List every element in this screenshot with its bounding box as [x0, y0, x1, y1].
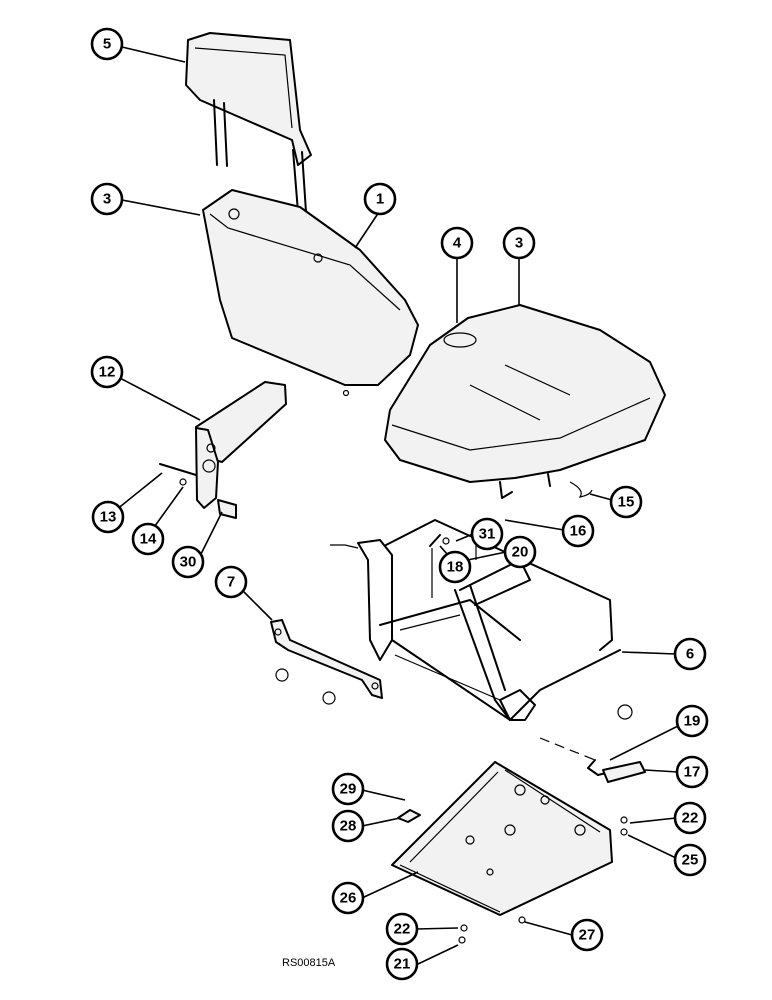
svg-text:15: 15: [618, 494, 635, 511]
seat-frame: [357, 519, 621, 721]
svg-text:27: 27: [579, 927, 596, 944]
headrest: [185, 32, 312, 213]
svg-text:20: 20: [512, 544, 529, 561]
seat-cushion: [384, 304, 666, 499]
hardware: [275, 534, 633, 720]
svg-text:3: 3: [515, 235, 523, 252]
leader-lines: [115, 46, 691, 965]
svg-text:5: 5: [103, 36, 111, 53]
svg-text:7: 7: [227, 574, 235, 591]
svg-text:19: 19: [684, 713, 701, 730]
callout: 18: [438, 550, 472, 584]
callout: 12: [90, 355, 124, 389]
svg-text:3: 3: [103, 191, 111, 208]
callout: 22: [673, 801, 707, 835]
callout: 27: [570, 918, 604, 952]
callout: 31: [470, 517, 504, 551]
svg-text:30: 30: [180, 554, 197, 571]
callout: 30: [171, 545, 205, 579]
armrest: [159, 381, 287, 519]
callout: 13: [91, 500, 125, 534]
svg-text:18: 18: [447, 559, 464, 576]
callout: 19: [675, 704, 709, 738]
callout: 29: [331, 772, 365, 806]
callout: 25: [673, 843, 707, 877]
svg-text:25: 25: [682, 852, 699, 869]
callout: 15: [609, 485, 643, 519]
adjustment-handle: [539, 737, 646, 783]
callout: 26: [331, 881, 365, 915]
svg-text:22: 22: [394, 921, 411, 938]
svg-text:22: 22: [682, 810, 699, 827]
callout: 21: [385, 947, 419, 981]
callout: 22: [385, 912, 419, 946]
svg-text:31: 31: [479, 526, 496, 543]
svg-text:21: 21: [394, 956, 411, 973]
callout: 4: [440, 226, 474, 260]
callout: 28: [331, 809, 365, 843]
callout: 14: [131, 522, 165, 556]
svg-text:6: 6: [686, 646, 694, 663]
svg-text:26: 26: [340, 890, 357, 907]
backrest-cushion: [202, 189, 419, 397]
callout: 3: [90, 182, 124, 216]
callout: 3: [502, 226, 536, 260]
callout: 5: [90, 27, 124, 61]
callout: 6: [673, 637, 707, 671]
callout: 7: [214, 565, 248, 599]
svg-text:13: 13: [100, 509, 117, 526]
mounting-bracket: [270, 619, 383, 699]
svg-text:12: 12: [99, 364, 116, 381]
slide-base-plate: [391, 761, 628, 944]
callout: 20: [503, 535, 537, 569]
callout: 17: [675, 755, 709, 789]
svg-text:16: 16: [570, 523, 587, 540]
figure-reference-code: RS00815A: [282, 957, 336, 969]
svg-text:14: 14: [140, 531, 157, 548]
svg-text:17: 17: [684, 764, 701, 781]
svg-text:29: 29: [340, 781, 357, 798]
svg-text:4: 4: [453, 235, 462, 252]
svg-text:1: 1: [376, 191, 384, 208]
callout: 1: [363, 182, 397, 216]
callout: 16: [561, 514, 595, 548]
svg-text:28: 28: [340, 818, 357, 835]
